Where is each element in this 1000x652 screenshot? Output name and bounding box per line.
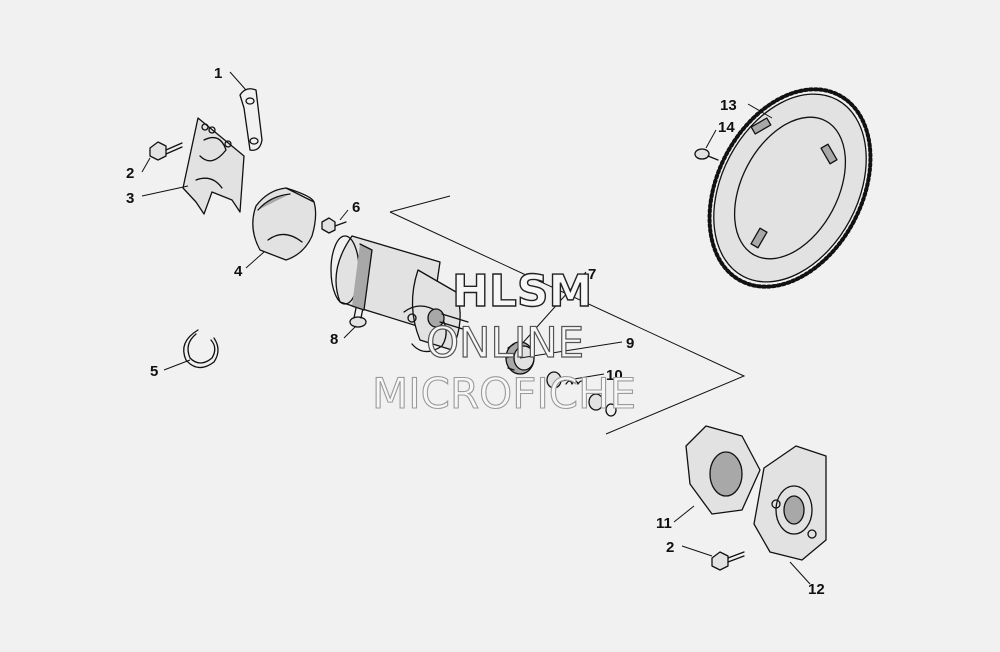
- part-2-bolt-lower: [711, 551, 745, 571]
- watermark-line-2: ONLINE: [426, 318, 584, 367]
- part-1-strap: [239, 88, 263, 151]
- part-13-ring-gear: [707, 87, 873, 289]
- part-6-bolt: [321, 217, 347, 234]
- callout-8: 8: [330, 331, 338, 348]
- callout-11: 11: [656, 515, 672, 532]
- callout-1: 1: [214, 65, 222, 82]
- part-11-spacer: [685, 425, 761, 515]
- assembly-box-top: [389, 195, 451, 213]
- assembly-box-edge: [389, 211, 746, 435]
- callout-14: 14: [718, 119, 735, 136]
- callout-6: 6: [352, 199, 360, 216]
- watermark-line-1: HLSM: [452, 266, 592, 317]
- part-5-snap-ring: [183, 329, 219, 369]
- callout-3: 3: [126, 190, 134, 207]
- part-12-mount-bracket: [753, 445, 827, 561]
- part-14-screw: [694, 148, 719, 161]
- leader-lines: [141, 71, 811, 585]
- part-9-pinion: [505, 341, 535, 375]
- callout-13: 13: [720, 97, 737, 114]
- watermark-line-3: MICROFICHE: [372, 369, 636, 418]
- callout-9: 9: [626, 335, 634, 352]
- part-3-bracket: [182, 117, 245, 215]
- callout-5: 5: [150, 363, 158, 380]
- callout-2-lower: 2: [666, 539, 674, 556]
- part-10-spring-collar: [546, 371, 617, 417]
- part-7-starter-motor: [330, 235, 469, 353]
- callout-4: 4: [234, 263, 243, 280]
- callout-7: 7: [588, 266, 596, 283]
- part-4-cap: [252, 187, 317, 261]
- callout-2-upper: 2: [126, 165, 134, 182]
- callout-12: 12: [808, 581, 825, 598]
- part-8-fastener: [349, 307, 367, 328]
- part-2-bolt-upper: [149, 141, 183, 161]
- callout-10: 10: [606, 367, 623, 384]
